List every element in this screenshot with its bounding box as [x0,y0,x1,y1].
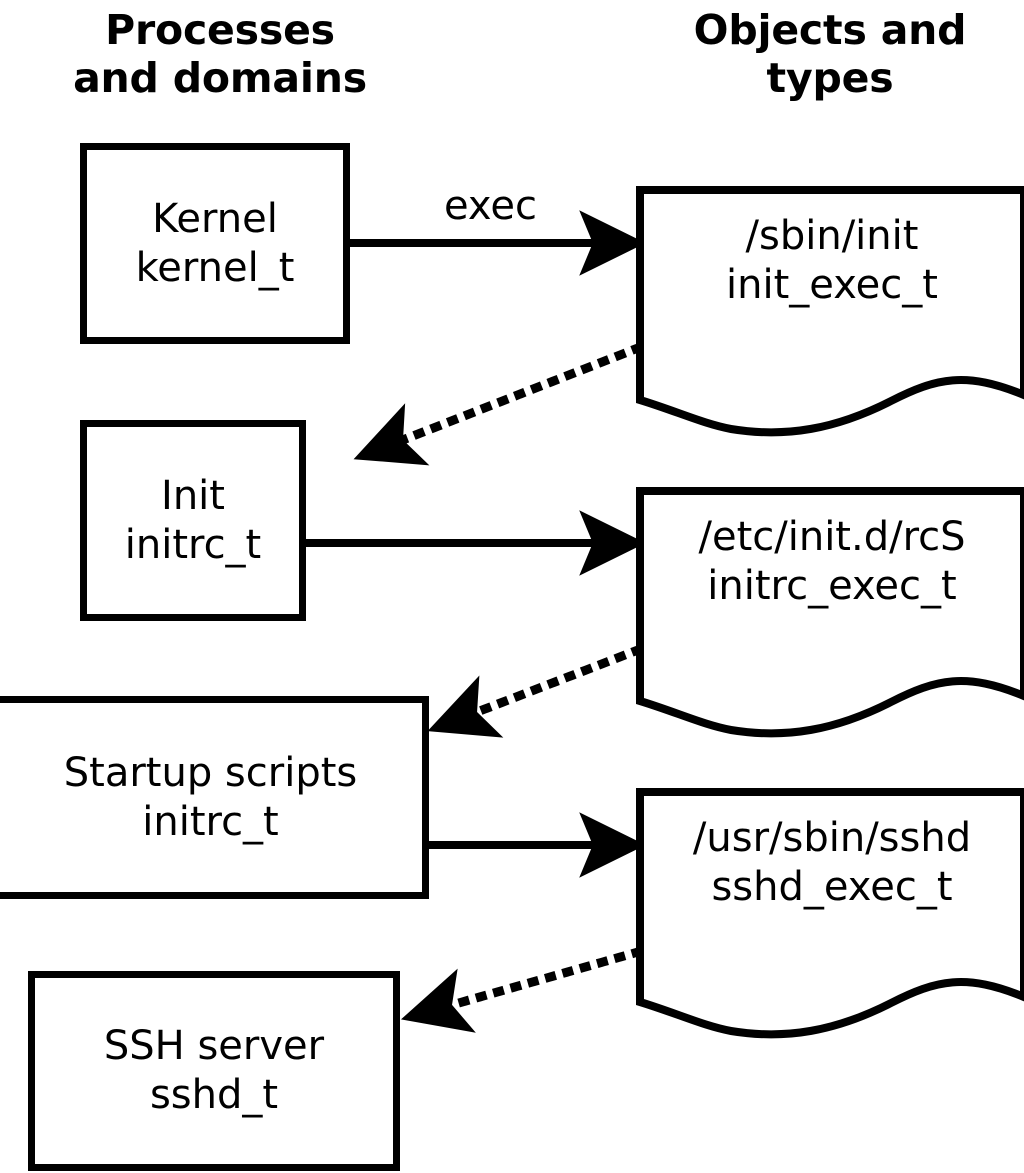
process-name-ssh-server: SSH server [103,1023,325,1070]
object-doc-init-exec[interactable]: /sbin/init init_exec_t [636,186,1024,438]
column-header-objects-and-types: Objects and types [693,6,967,103]
process-box-kernel[interactable]: Kernel kernel_t [80,143,350,344]
object-doc-initrc-exec[interactable]: /etc/init.d/rcS initrc_exec_t [636,487,1024,739]
process-name-kernel: Kernel [152,195,278,242]
edge-label-exec: exec [444,183,537,229]
object-doc-sshd-exec[interactable]: /usr/sbin/sshd sshd_exec_t [636,788,1024,1040]
process-type-ssh-server: sshd_t [149,1072,279,1118]
column-header-processes-and-domains: Processes and domains [73,6,367,103]
process-type-startup-scripts: initrc_t [142,798,279,845]
process-box-ssh-server[interactable]: SSH server sshd_t [28,971,400,1171]
process-type-kernel: kernel_t [135,244,295,291]
process-box-init[interactable]: Init initrc_t [80,420,306,621]
process-name-startup-scripts: Startup scripts [63,749,358,796]
process-name-init: Init [161,472,225,519]
process-box-startup-scripts[interactable]: Startup scripts initrc_t [0,696,429,899]
edge-sshd-exec-to-sshd [400,946,644,1033]
edge-initrc-exec-to-initrc [427,644,644,738]
edge-init-exec-to-init [353,342,644,466]
process-type-init: initrc_t [124,521,262,568]
